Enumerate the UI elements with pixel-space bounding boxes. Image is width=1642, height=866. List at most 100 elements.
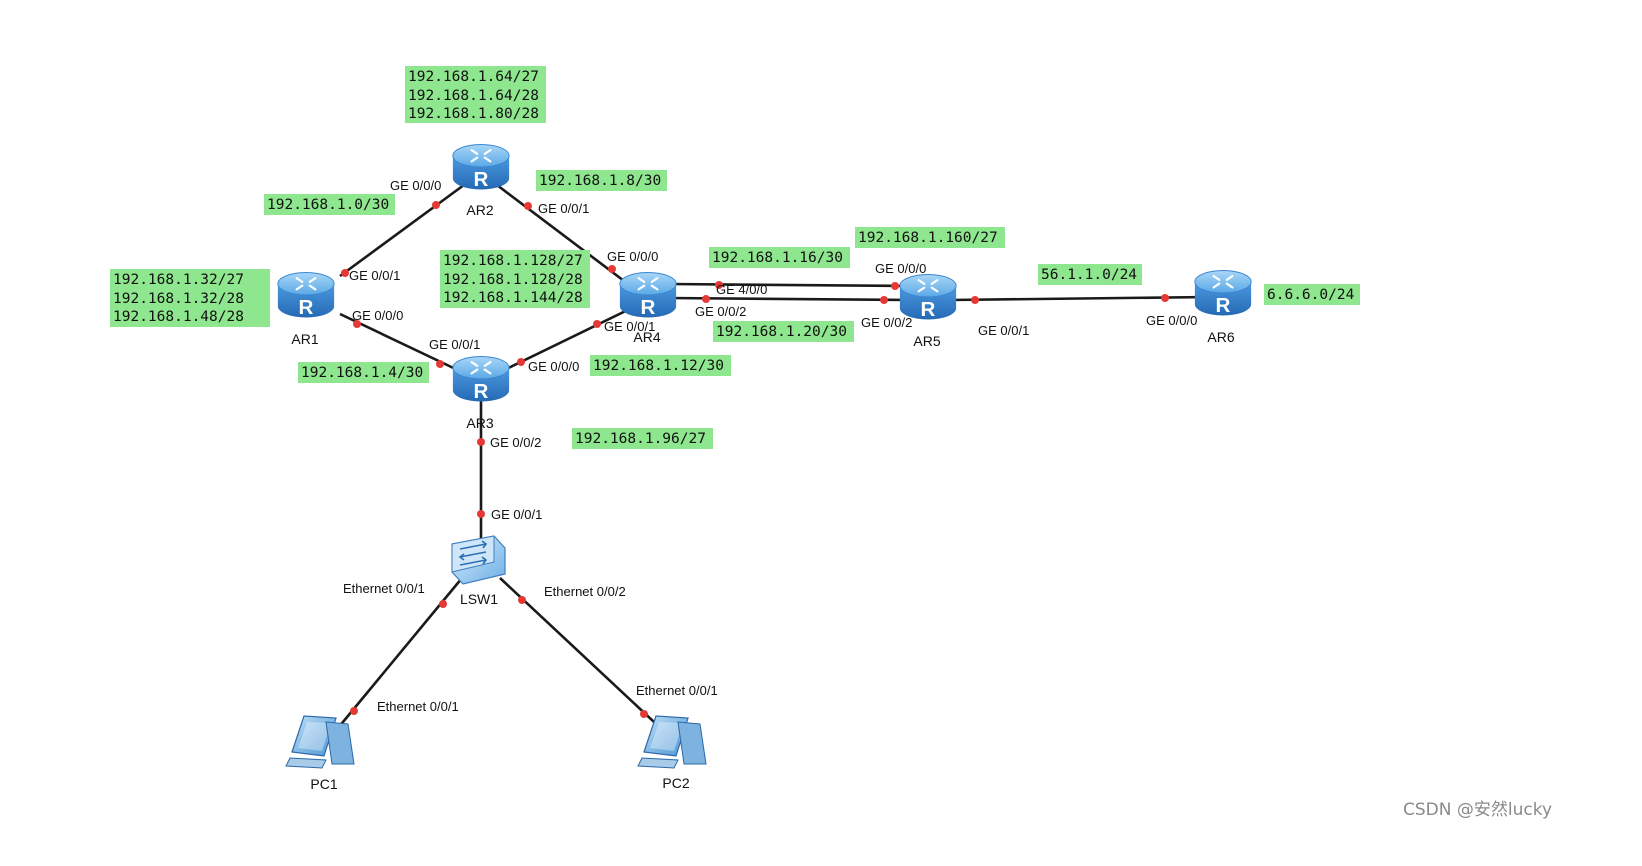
subnet-label: 192.168.1.32/28 <box>113 291 244 307</box>
port-label: GE 0/0/0 <box>607 249 658 264</box>
device-label: LSW1 <box>460 591 498 607</box>
port-dot[interactable] <box>436 360 444 368</box>
subnet-label: 192.168.1.4/30 <box>301 365 423 381</box>
subnet-block-ar1-lan: 192.168.1.32/27 192.168.1.32/28 192.168.… <box>110 269 270 327</box>
switch-icon <box>451 535 506 585</box>
ar6-router[interactable]: AR6 <box>1193 269 1253 346</box>
pc1-host[interactable]: PC1 <box>285 715 355 792</box>
subnet-label: 192.168.1.128/27 <box>443 253 583 269</box>
subnet-label: 192.168.1.144/28 <box>443 290 583 306</box>
subnet-labels: 192.168.1.64/27 192.168.1.64/28 192.168.… <box>110 66 1360 449</box>
subnet-block-ar6-lan: 6.6.6.0/24 <box>1264 284 1360 305</box>
subnet-block-ar4-lan: 192.168.1.128/27 192.168.1.128/28 192.16… <box>440 250 590 308</box>
port-label: GE 0/0/0 <box>528 359 579 374</box>
port-label: GE 0/0/1 <box>604 319 655 334</box>
subnet-block-ar4-ar5-a: 192.168.1.16/30 <box>709 247 850 268</box>
subnet-label: 192.168.1.32/27 <box>113 272 244 288</box>
port-dot[interactable] <box>593 320 601 328</box>
port-label: Ethernet 0/0/2 <box>544 584 626 599</box>
port-dot[interactable] <box>1161 294 1169 302</box>
subnet-block-ar1-ar3: 192.168.1.4/30 <box>298 362 429 383</box>
router-icon <box>898 273 958 322</box>
port-dot[interactable] <box>518 596 526 604</box>
port-label: GE 0/0/2 <box>861 315 912 330</box>
port-dot[interactable] <box>517 358 525 366</box>
subnet-label: 192.168.1.64/28 <box>408 88 539 104</box>
port-label: GE 0/0/2 <box>490 435 541 450</box>
port-labels: GE 0/0/0 GE 0/0/1 GE 0/0/1 GE 0/0/0 GE 0… <box>343 178 1197 714</box>
subnet-block-ar3-ar4: 192.168.1.12/30 <box>590 355 731 376</box>
subnet-label: 192.168.1.0/30 <box>267 197 389 213</box>
subnet-block-ar2-lan: 192.168.1.64/27 192.168.1.64/28 192.168.… <box>405 66 546 123</box>
link-lsw1-pc2[interactable] <box>499 577 669 736</box>
port-label: GE 0/0/1 <box>349 268 400 283</box>
ar5-router[interactable]: AR5 <box>898 273 958 350</box>
subnet-block-ar4-ar5-b: 192.168.1.20/30 <box>713 321 854 342</box>
port-label: GE 0/0/0 <box>352 308 403 323</box>
port-dot[interactable] <box>432 201 440 209</box>
ar4-router[interactable]: AR4 <box>618 271 678 346</box>
port-dot[interactable] <box>341 269 349 277</box>
port-dot[interactable] <box>702 295 710 303</box>
device-label: AR6 <box>1207 329 1234 345</box>
device-label: AR3 <box>466 415 493 431</box>
port-dot[interactable] <box>971 296 979 304</box>
port-label: GE 0/0/1 <box>978 323 1029 338</box>
router-icon <box>451 355 511 404</box>
subnet-label: 192.168.1.20/30 <box>716 324 847 340</box>
port-dots <box>341 201 1169 718</box>
subnet-label: 192.168.1.128/28 <box>443 272 583 288</box>
subnet-label: 192.168.1.96/27 <box>575 431 706 447</box>
port-label: GE 0/0/1 <box>429 337 480 352</box>
port-label: Ethernet 0/0/1 <box>343 581 425 596</box>
port-dot[interactable] <box>640 710 648 718</box>
link-ar1-ar2[interactable] <box>339 180 469 278</box>
subnet-label: 192.168.1.64/27 <box>408 69 539 85</box>
port-label: GE 4/0/0 <box>716 282 767 297</box>
port-dot[interactable] <box>353 320 361 328</box>
port-label: GE 0/0/0 <box>875 261 926 276</box>
subnet-label: 56.1.1.0/24 <box>1041 267 1137 283</box>
lsw1-switch[interactable]: LSW1 <box>451 535 506 607</box>
pc2-host[interactable]: PC2 <box>637 715 707 791</box>
subnet-label: 192.168.1.80/28 <box>408 106 539 122</box>
port-label: GE 0/0/1 <box>538 201 589 216</box>
port-dot[interactable] <box>880 296 888 304</box>
link-ar4-ar5-a[interactable] <box>667 282 911 288</box>
device-label: AR4 <box>633 329 660 345</box>
port-dot[interactable] <box>477 438 485 446</box>
subnet-label: 192.168.1.8/30 <box>539 173 661 189</box>
router-icon <box>276 271 336 320</box>
router-icon <box>618 271 678 320</box>
ar1-router[interactable]: AR1 <box>276 271 336 348</box>
router-icon <box>1193 269 1253 318</box>
port-dot[interactable] <box>524 202 532 210</box>
subnet-block-ar5-lan: 192.168.1.160/27 <box>855 227 1005 248</box>
subnet-label: 192.168.1.160/27 <box>858 230 998 246</box>
ar2-router[interactable]: AR2 <box>451 143 511 219</box>
port-dot[interactable] <box>891 282 899 290</box>
subnet-label: 6.6.6.0/24 <box>1267 287 1355 303</box>
port-dot[interactable] <box>439 600 447 608</box>
device-label: AR2 <box>466 202 493 218</box>
port-label: GE 0/0/2 <box>695 304 746 319</box>
device-label: PC2 <box>662 775 689 791</box>
pc-icon <box>637 715 707 769</box>
port-dot[interactable] <box>715 281 723 289</box>
port-label: Ethernet 0/0/1 <box>377 699 459 714</box>
pc-icon <box>285 715 355 769</box>
port-label: GE 0/0/0 <box>1146 313 1197 328</box>
link-ar5-ar6[interactable] <box>949 295 1211 302</box>
subnet-block-ar2-ar4: 192.168.1.8/30 <box>536 170 667 191</box>
port-label: Ethernet 0/0/1 <box>636 683 718 698</box>
subnet-block-ar5-ar6: 56.1.1.0/24 <box>1038 264 1142 285</box>
ar3-router[interactable]: AR3 <box>451 355 511 432</box>
port-label: GE 0/0/1 <box>491 507 542 522</box>
subnet-label: 192.168.1.16/30 <box>712 250 843 266</box>
device-label: AR1 <box>291 331 318 347</box>
port-dot[interactable] <box>477 510 485 518</box>
port-dot[interactable] <box>608 265 616 273</box>
port-label: GE 0/0/0 <box>390 178 441 193</box>
port-dot[interactable] <box>350 707 358 715</box>
